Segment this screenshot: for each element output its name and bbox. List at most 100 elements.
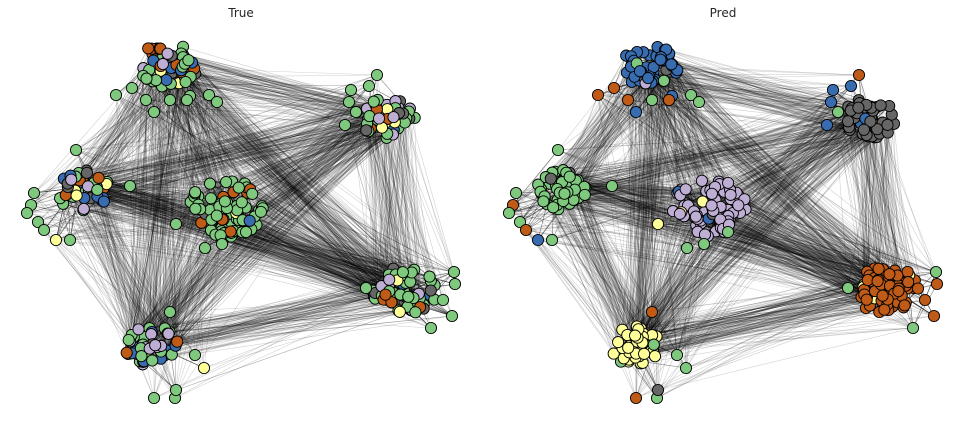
graph-edge [88,71,187,191]
graph-edge [167,73,196,334]
graph-edge [241,118,369,203]
graph-edge [129,99,147,187]
graph-edge [739,133,880,214]
graph-edge [637,268,879,356]
graph-edge [408,111,433,287]
graph-edge [554,76,635,178]
graph-edge [75,190,411,309]
graph-edge [92,101,350,187]
graph-edge [562,200,653,336]
graph-edge [174,196,199,399]
graph-edge [669,63,878,138]
graph-edge [660,59,881,106]
graph-edge [147,282,406,360]
graph-edge [73,185,420,299]
graph-edge [653,279,879,348]
graph-edge [181,71,376,106]
graph-edge [537,204,548,241]
graph-edge [184,63,373,107]
graph-edge [557,200,629,362]
graph-edge [83,134,393,178]
graph-edge [636,51,907,303]
graph-edge [637,311,880,356]
graph-edge [103,198,136,352]
graph-edge [388,117,415,280]
graph-edge [176,123,391,342]
graph-edge [30,81,154,206]
graph-edge [30,204,424,309]
graph-edge [103,113,405,202]
graph-edge [569,94,692,184]
graph-edge [250,189,389,287]
graph-edge [366,108,374,291]
graph-edge [635,279,879,358]
graph-edge [639,80,879,270]
graph-edge [142,99,171,362]
graph-edge [550,71,641,179]
graph-edge [223,232,406,284]
graph-edge [186,99,196,193]
graph-edge [86,172,431,296]
graph-edge [241,202,394,269]
graph-edge [830,101,869,281]
graph-edge [215,234,403,280]
graph-edge [97,99,147,191]
graph-edge [152,99,171,345]
graph-edge [663,80,861,124]
graph-edge [182,46,431,296]
graph-edge [629,111,637,353]
graph-edge [238,105,373,188]
graph-node-green [27,186,41,200]
graph-edge [547,111,852,205]
graph-edge [638,276,882,330]
graph-edge [624,277,875,350]
graph-edge [145,67,173,348]
graph-edge [628,290,876,349]
graph-edge [184,76,405,276]
graph-edge [879,133,898,276]
graph-edge [89,65,161,188]
graph-edge [392,134,424,305]
graph-edge [676,219,721,356]
graph-edge [97,189,375,297]
graph-node-green [122,333,135,347]
graph-edge [86,100,396,174]
graph-edge [128,68,144,341]
graph-edge [643,111,839,355]
graph-edge [664,49,893,307]
graph-edge [575,180,914,329]
graph-edge [128,48,161,341]
graph-edge [650,212,682,352]
graph-edge [37,221,399,311]
graph-edge [712,208,888,298]
graph-edge [597,94,851,111]
graph-edge [141,309,411,350]
graph-edge [547,106,871,205]
graph-edge [574,122,873,190]
graph-edge [71,104,376,180]
graph-edge [96,183,211,194]
graph-edge [151,83,180,333]
graph-edge [157,48,416,304]
graph-edge [242,231,390,275]
graph-edge [170,83,406,284]
graph-edge [652,80,910,276]
graph-edge [630,66,880,313]
graph-edge [562,122,873,182]
graph-edge [642,306,893,338]
graph-edge [101,94,210,201]
graph-edge [236,99,378,220]
graph-edge [155,80,169,334]
graph-edge [663,60,849,107]
graph-edge [75,99,378,191]
graph-edge [636,51,888,306]
graph-edge [84,197,431,282]
graph-edge [637,71,641,356]
graph-edge [160,295,431,359]
graph-edge [163,118,389,356]
graph-edge [628,60,663,362]
graph-edge [97,189,132,347]
graph-edge [551,239,641,340]
graph-edge [252,133,388,195]
graph-edge [73,185,431,296]
